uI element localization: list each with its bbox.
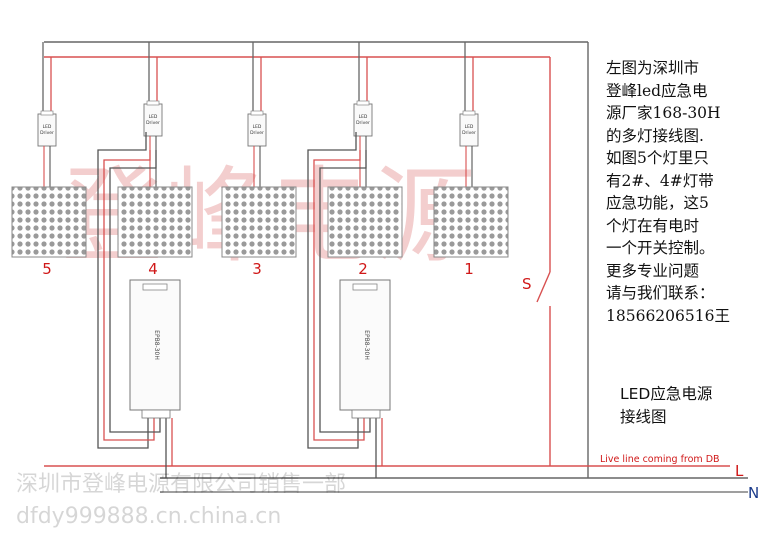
driver-label: Driver (356, 120, 370, 126)
emergency-unit-label: EPB8-30H (363, 330, 370, 360)
emergency-unit-right: EPB8-30H (339, 279, 391, 419)
live-symbol: L (735, 462, 744, 480)
description-text: 左图为深圳市 登峰led应急电 源厂家168-30H 的多灯接线图. 如图5个灯… (606, 59, 730, 325)
supply-lines (44, 465, 748, 493)
switch-label: S (522, 275, 532, 293)
driver-label: LED (149, 114, 158, 120)
watermark-site: dfdy999888.cn.china.cn (16, 504, 282, 529)
driver-label: Driver (250, 130, 264, 136)
driver-drops: LEDDriverLEDDriverLEDDriverLEDDriverLEDD… (37, 42, 479, 187)
lamp-panel (327, 186, 403, 258)
lamp-panel (117, 186, 193, 258)
driver-label: Driver (40, 130, 54, 136)
lamp-panel (11, 186, 87, 258)
driver-label: Driver (462, 130, 476, 136)
lamp-number: 4 (148, 260, 158, 278)
neutral-symbol: N (748, 484, 759, 502)
lamp-panel (221, 186, 297, 258)
diagram-title: LED应急电源 接线图 (620, 385, 713, 426)
lamp-panel (433, 186, 509, 258)
watermark-company: 深圳市登峰电源有限公司销售一部 (16, 472, 347, 497)
driver-label: LED (465, 124, 474, 130)
emergency-unit-left: EPB8-30H (129, 279, 181, 419)
driver-label: Driver (146, 120, 160, 126)
emergency-wiring-right (307, 132, 383, 478)
live-line-label: Live line coming from DB (600, 454, 720, 465)
driver-label: LED (43, 124, 52, 130)
lamps: 5 4 3 2 1 (11, 186, 509, 278)
switch (536, 57, 551, 466)
driver-label: LED (253, 124, 262, 130)
emergency-unit-label: EPB8-30H (153, 330, 160, 360)
lamp-number: 5 (42, 260, 52, 278)
lamp-number: 3 (252, 260, 262, 278)
emergency-wiring-left (97, 132, 173, 478)
lamp-number: 1 (464, 260, 474, 278)
driver-label: LED (359, 114, 368, 120)
top-bus (44, 41, 588, 58)
lamp-number: 2 (358, 260, 368, 278)
